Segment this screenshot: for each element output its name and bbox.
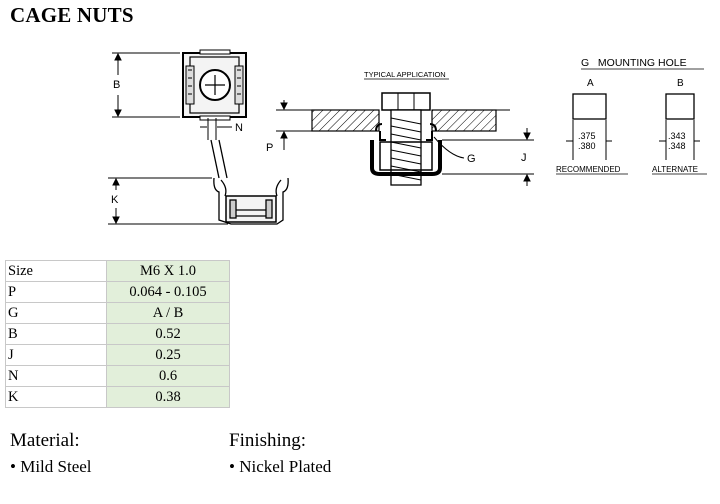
- page-title: CAGE NUTS: [10, 3, 134, 27]
- spec-value: M6 X 1.0: [106, 260, 230, 282]
- spec-label: Size: [5, 260, 107, 282]
- table-row: P 0.064 - 0.105: [5, 281, 230, 303]
- finishing-heading: Finishing:: [229, 430, 307, 451]
- material-section: Material: • Mild Steel: [10, 430, 92, 477]
- dim-k-label: K: [111, 194, 119, 206]
- dimension-k: [108, 177, 228, 225]
- typical-application-section: [300, 92, 510, 186]
- hole-b-dim-top: .343: [668, 131, 686, 141]
- spec-value: 0.064 - 0.105: [106, 281, 230, 303]
- dim-p-label: P: [266, 142, 273, 154]
- cage-nut-top-view: [182, 49, 247, 121]
- alternate-caption: ALTERNATE: [652, 165, 698, 174]
- hole-a-label: A: [587, 78, 594, 89]
- material-item: • Mild Steel: [10, 457, 92, 476]
- finishing-section: Finishing: • Nickel Plated: [229, 430, 331, 477]
- mounting-hole-title: G MOUNTING HOLE: [581, 57, 687, 69]
- material-heading: Material:: [10, 430, 80, 451]
- dim-j-label: J: [521, 152, 527, 164]
- table-row: G A / B: [5, 302, 230, 324]
- dim-g-label: G: [467, 153, 476, 165]
- hole-b-square: [665, 93, 695, 120]
- hole-a-dim-bottom: .380: [578, 141, 596, 151]
- spec-value: A / B: [106, 302, 230, 324]
- table-row: Size M6 X 1.0: [5, 260, 230, 282]
- finishing-item: • Nickel Plated: [229, 457, 332, 476]
- hole-b-dim-bottom: .348: [668, 141, 686, 151]
- spec-value: 0.6: [106, 365, 230, 387]
- spec-value: 0.38: [106, 386, 230, 408]
- spec-value: 0.25: [106, 344, 230, 366]
- spec-label: K: [5, 386, 107, 408]
- dim-b-label: B: [113, 79, 120, 91]
- spec-label: P: [5, 281, 107, 303]
- table-row: J 0.25: [5, 344, 230, 366]
- spec-table: Size M6 X 1.0 P 0.064 - 0.105 G A / B B …: [5, 260, 230, 408]
- dimension-p: [276, 100, 312, 150]
- hole-a-square: [572, 93, 607, 120]
- table-row: K 0.38: [5, 386, 230, 408]
- dimension-j: [442, 128, 534, 186]
- spec-label: B: [5, 323, 107, 345]
- spec-value: 0.52: [106, 323, 230, 345]
- table-row: N 0.6: [5, 365, 230, 387]
- hole-dimension-lines: [566, 120, 700, 160]
- dimension-b: [112, 52, 180, 118]
- spec-label: J: [5, 344, 107, 366]
- dim-n-label: N: [235, 122, 243, 134]
- table-row: B 0.52: [5, 323, 230, 345]
- hole-a-dim-top: .375: [578, 131, 596, 141]
- spec-label: N: [5, 365, 107, 387]
- typical-application-caption: TYPICAL APPLICATION: [364, 70, 446, 79]
- hole-b-label: B: [677, 78, 684, 89]
- dimension-n: [200, 118, 232, 140]
- spec-label: G: [5, 302, 107, 324]
- cage-nut-side-view: [210, 139, 289, 225]
- cage-nut-technical-drawing: B N K TYPICAL APPLICATION: [108, 49, 707, 225]
- recommended-caption: RECOMMENDED: [556, 165, 621, 174]
